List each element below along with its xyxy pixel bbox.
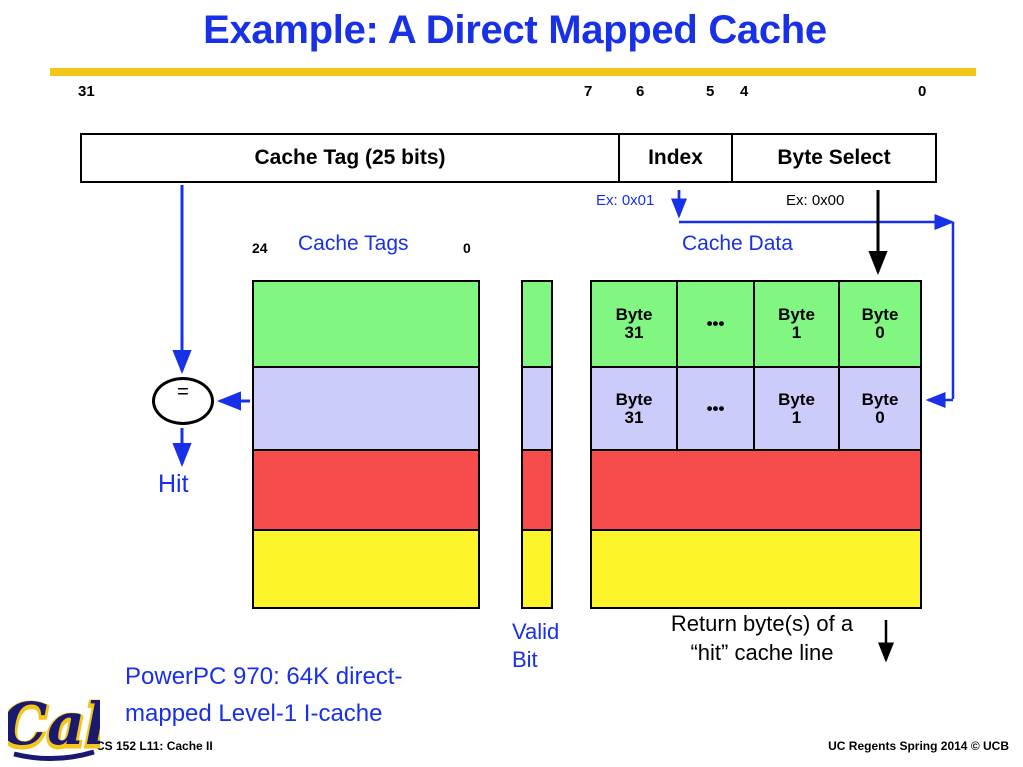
- cell-line-2: 0: [875, 407, 885, 427]
- cell-line-1: •••: [706, 314, 725, 334]
- cell-line-2: 1: [791, 323, 802, 342]
- cache-data-row-3[interactable]: [590, 531, 922, 609]
- valid-bit-column: [521, 280, 553, 609]
- cache-data-cell-ellipsis[interactable]: •••: [678, 368, 755, 451]
- hit-output-label: Hit: [158, 470, 189, 498]
- cell-line-1: Byte: [861, 389, 899, 409]
- cell-line-2: 1: [791, 407, 802, 427]
- footer-copyright: UC Regents Spring 2014 © UCB: [828, 739, 1009, 753]
- return-bytes-line-1: Return byte(s) of a: [670, 611, 854, 636]
- address-field-index: Index: [620, 135, 733, 181]
- valid-bit-row-1[interactable]: [521, 368, 553, 451]
- address-field-diagram: Cache Tag (25 bits) Index Byte Select: [80, 133, 937, 183]
- cal-logo-text: Cal: [8, 690, 100, 758]
- index-example-label: Ex: 0x01: [596, 192, 655, 209]
- cell-line-2: 31: [624, 407, 644, 427]
- cache-data-cell[interactable]: Byte 1: [755, 368, 840, 451]
- bit-label-0: 0: [918, 83, 927, 100]
- cal-logo: Cal Cal: [8, 690, 100, 763]
- address-field-byte-select: Byte Select: [777, 146, 891, 169]
- valid-bit-row-0[interactable]: [521, 280, 553, 368]
- cache-data-cell[interactable]: Byte 1: [755, 280, 840, 368]
- comparator-ellipse: [152, 377, 214, 425]
- cache-tag-row-1[interactable]: [252, 368, 480, 451]
- bit-label-7: 7: [584, 83, 593, 100]
- return-bytes-note: Return byte(s) of a “hit” cache line: [612, 610, 912, 667]
- cache-data-row-1: Byte 31 ••• Byte 1 Byte 0: [590, 368, 922, 451]
- valid-bit-label: Valid Bit: [512, 618, 582, 673]
- powerpc-note: PowerPC 970: 64K direct-mapped Level-1 I…: [125, 663, 403, 728]
- bit-label-5: 5: [706, 83, 715, 100]
- comparator-equals-symbol: =: [177, 381, 189, 403]
- cache-tag-row-3[interactable]: [252, 531, 480, 609]
- cache-tags-column: [252, 280, 480, 609]
- cache-tag-msb-label: 24: [252, 240, 268, 256]
- bit-label-31: 31: [78, 83, 95, 100]
- valid-bit-row-2[interactable]: [521, 451, 553, 531]
- valid-bit-row-3[interactable]: [521, 531, 553, 609]
- footer-course-label: CS 152 L11: Cache II: [96, 739, 213, 753]
- valid-bit-label-line-1: Valid: [512, 619, 560, 644]
- page-title: Example: A Direct Mapped Cache: [203, 8, 827, 52]
- cal-logo-swash: [13, 749, 95, 761]
- cache-data-cell[interactable]: Byte 31: [590, 280, 678, 368]
- cache-data-cell[interactable]: Byte 0: [840, 280, 922, 368]
- bit-label-4: 4: [740, 83, 749, 100]
- cache-data-row-0: Byte 31 ••• Byte 1 Byte 0: [590, 280, 922, 368]
- cell-line-2: 31: [624, 323, 644, 342]
- cache-tag-lsb-label: 0: [463, 240, 471, 256]
- cell-line-1: Byte: [615, 389, 653, 409]
- cell-line-1: Byte: [615, 305, 653, 325]
- cell-line-1: •••: [706, 398, 725, 418]
- return-bytes-line-2: “hit” cache line: [690, 639, 834, 665]
- cache-data-table: Byte 31 ••• Byte 1 Byte 0 Byte 31 •••: [590, 280, 922, 609]
- cache-data-heading: Cache Data: [682, 232, 793, 255]
- valid-bit-label-line-2: Bit: [512, 646, 538, 672]
- cache-data-row-2[interactable]: [590, 451, 922, 531]
- byte-select-example-label: Ex: 0x00: [786, 192, 845, 209]
- cache-tags-heading: Cache Tags: [298, 232, 409, 255]
- cell-line-1: Byte: [778, 389, 815, 409]
- cell-line-2: 0: [875, 323, 885, 342]
- cache-tag-row-2[interactable]: [252, 451, 480, 531]
- cache-data-cell[interactable]: Byte 31: [590, 368, 678, 451]
- cell-line-1: Byte: [778, 305, 815, 325]
- cell-line-1: Byte: [861, 305, 899, 325]
- cache-data-cell-ellipsis[interactable]: •••: [678, 280, 755, 368]
- bit-label-6: 6: [636, 83, 645, 100]
- cal-logo-outline: Cal: [8, 692, 100, 760]
- cache-tag-row-0[interactable]: [252, 280, 480, 368]
- title-divider: [50, 68, 976, 76]
- address-field-cache-tag: Cache Tag (25 bits): [82, 135, 620, 181]
- cache-data-cell[interactable]: Byte 0: [840, 368, 922, 451]
